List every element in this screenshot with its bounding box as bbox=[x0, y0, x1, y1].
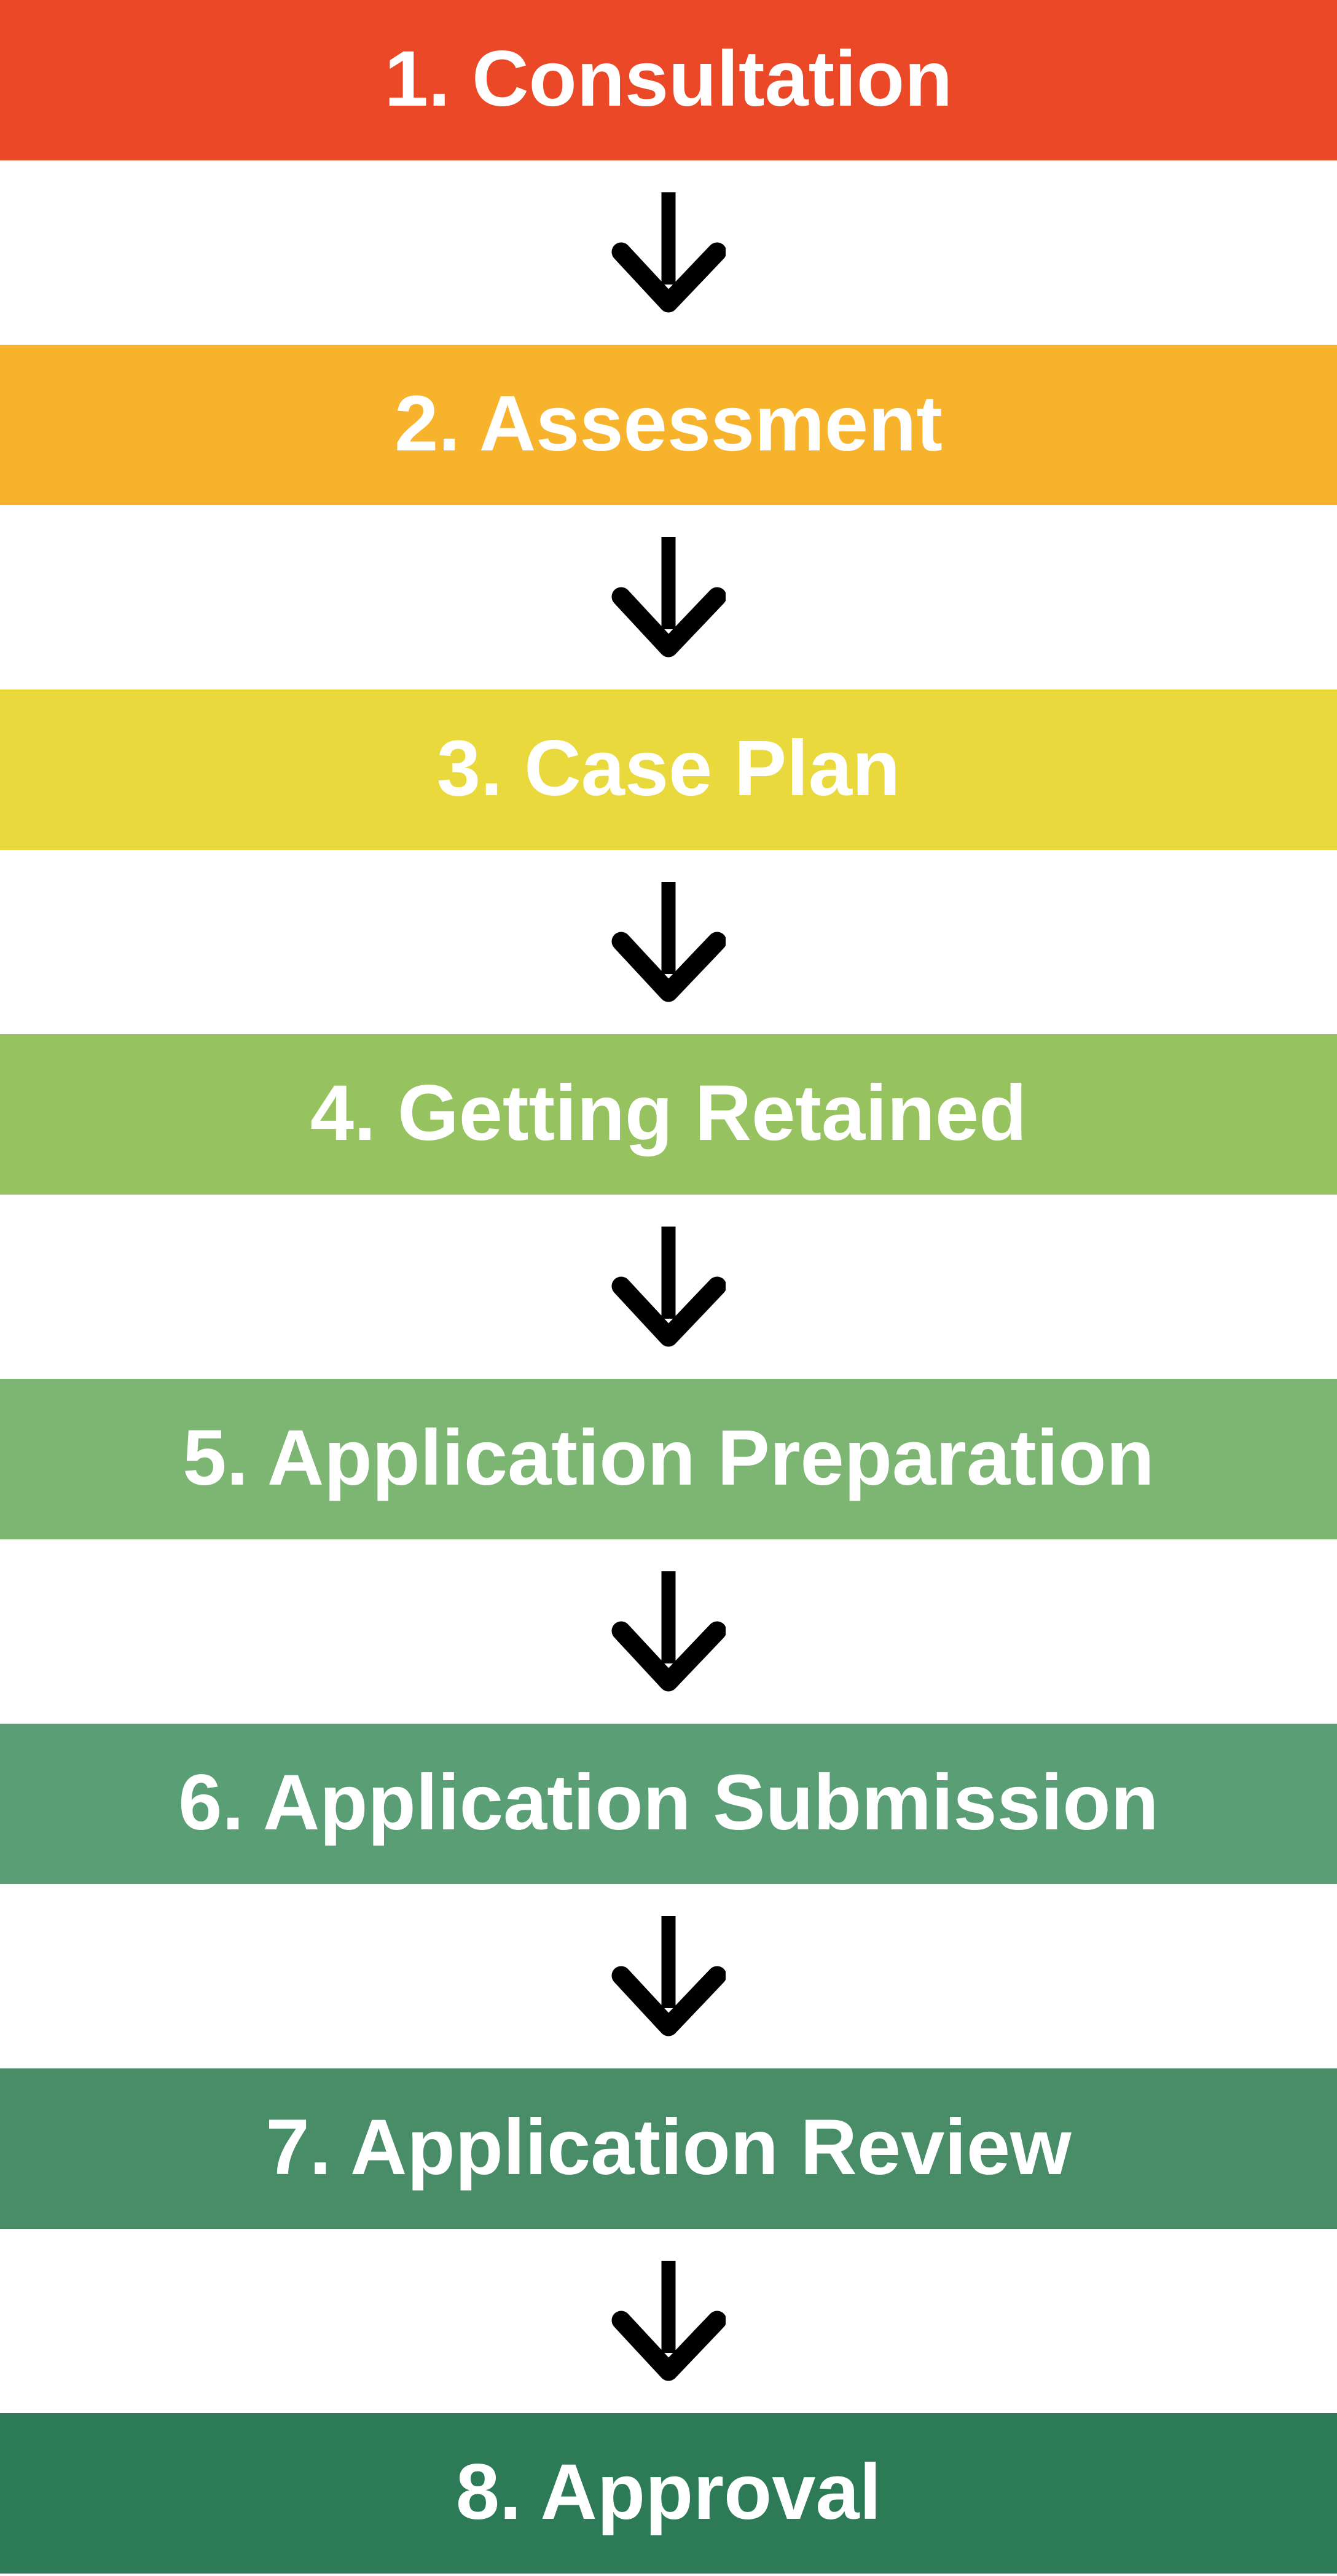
step-label-7: 7. Application Review bbox=[265, 2103, 1072, 2191]
down-arrow-icon bbox=[611, 537, 726, 658]
step-bar-1: 1. Consultation bbox=[0, 0, 1337, 160]
down-arrow-icon bbox=[611, 1571, 726, 1692]
step-bar-8: 8. Approval bbox=[0, 2413, 1337, 2574]
bottom-margin bbox=[0, 2574, 1337, 2576]
arrow-row-3 bbox=[0, 850, 1337, 1034]
down-arrow-icon bbox=[611, 1916, 726, 2036]
arrow-row-6 bbox=[0, 1884, 1337, 2068]
arrow-row-7 bbox=[0, 2229, 1337, 2413]
step-bar-3: 3. Case Plan bbox=[0, 689, 1337, 850]
step-label-4: 4. Getting Retained bbox=[310, 1069, 1027, 1157]
down-arrow-icon bbox=[611, 882, 726, 1002]
step-label-6: 6. Application Submission bbox=[178, 1758, 1159, 1847]
arrow-row-2 bbox=[0, 505, 1337, 689]
step-bar-6: 6. Application Submission bbox=[0, 1724, 1337, 1884]
step-label-1: 1. Consultation bbox=[384, 34, 953, 123]
step-bar-5: 5. Application Preparation bbox=[0, 1379, 1337, 1539]
step-label-8: 8. Approval bbox=[455, 2448, 882, 2536]
down-arrow-icon bbox=[611, 1227, 726, 1347]
step-bar-4: 4. Getting Retained bbox=[0, 1034, 1337, 1195]
down-arrow-icon bbox=[611, 192, 726, 313]
step-label-5: 5. Application Preparation bbox=[182, 1413, 1155, 1502]
step-label-2: 2. Assessment bbox=[394, 379, 943, 468]
step-label-3: 3. Case Plan bbox=[436, 724, 901, 812]
arrow-row-4 bbox=[0, 1195, 1337, 1379]
step-bar-7: 7. Application Review bbox=[0, 2068, 1337, 2229]
step-bar-2: 2. Assessment bbox=[0, 345, 1337, 505]
arrow-row-1 bbox=[0, 160, 1337, 345]
down-arrow-icon bbox=[611, 2261, 726, 2381]
arrow-row-5 bbox=[0, 1539, 1337, 1724]
